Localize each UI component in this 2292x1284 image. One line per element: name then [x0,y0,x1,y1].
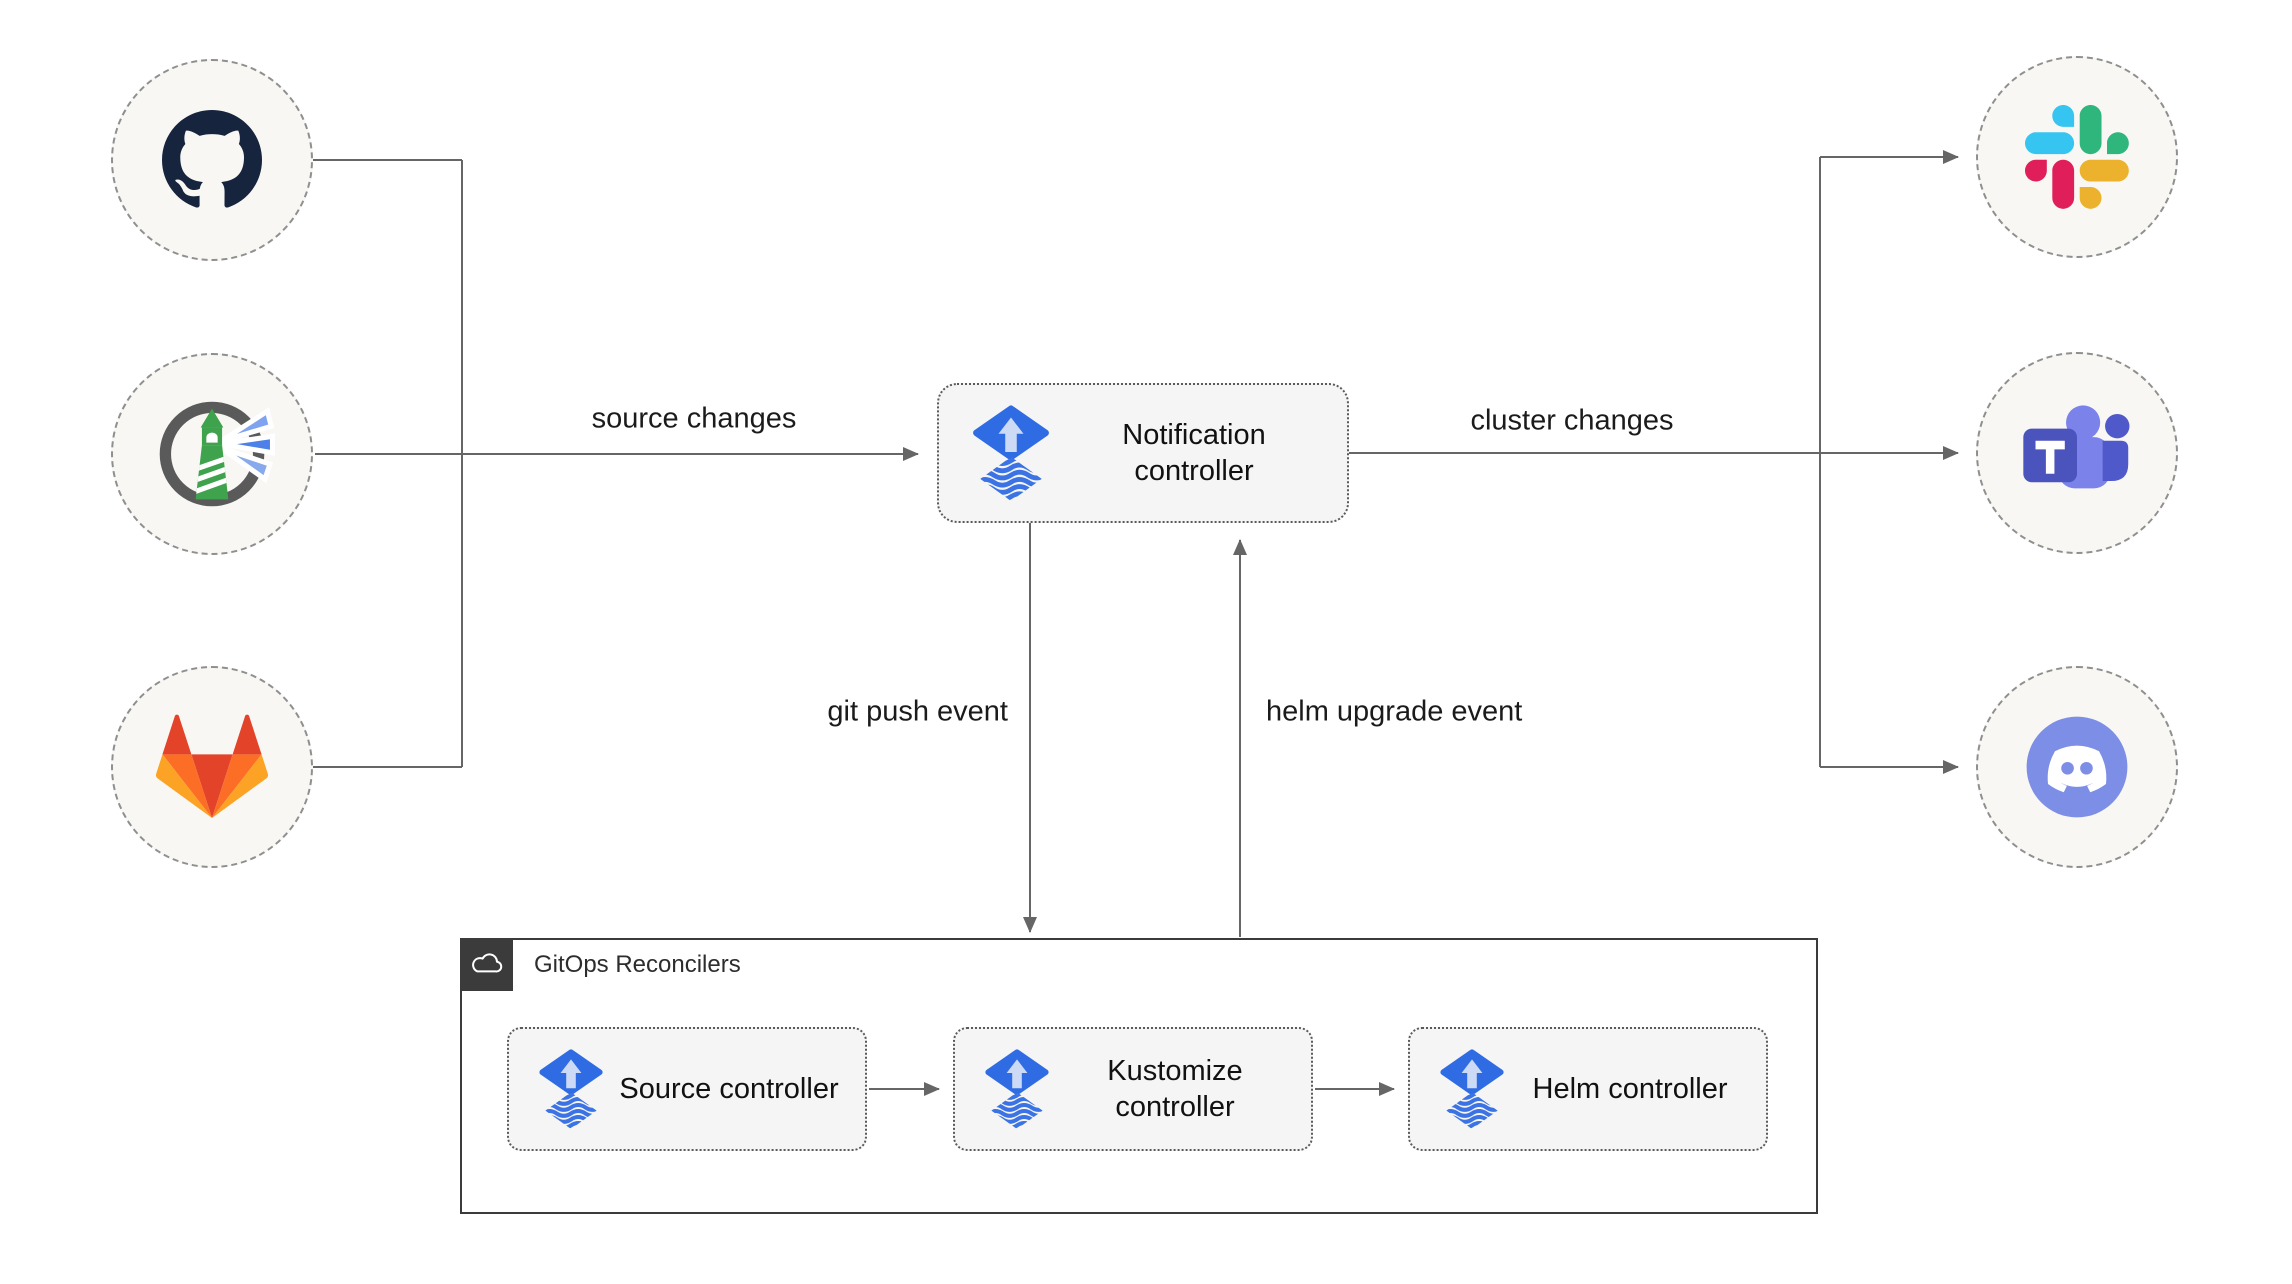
harbor-icon [149,391,275,517]
node-discord [1976,666,2178,868]
cloud-icon [467,945,507,985]
node-microsoft-teams [1976,352,2178,554]
source-controller-label: Source controller [619,1072,839,1105]
edge-label-helm-upgrade-event: helm upgrade event [1262,695,1527,729]
node-slack [1976,56,2178,258]
flux-icon [977,1041,1057,1137]
kustomize-controller-label: Kustomize controller [1107,1054,1243,1123]
slack-icon [2025,105,2129,209]
node-source-controller: Source controller [507,1027,867,1151]
container-gitops-reconcilers: GitOps Reconcilers [460,938,1818,1214]
flux-icon [1432,1041,1512,1137]
node-helm-controller: Helm controller [1408,1027,1768,1151]
notification-controller-label: Notification controller [1122,418,1266,487]
edge-label-git-push-event: git push event [823,695,1012,729]
flux-icon [963,397,1059,509]
edge-label-source-changes: source changes [587,402,801,436]
github-icon [162,110,262,210]
microsoft-teams-icon [2016,392,2138,514]
flux-icon [531,1041,611,1137]
node-notification-controller: Notification controller [937,383,1349,523]
edge-label-cluster-changes: cluster changes [1466,404,1678,438]
node-harbor [111,353,313,555]
gitops-header-badge [460,938,513,991]
gitops-reconcilers-title: GitOps Reconcilers [534,951,741,978]
helm-controller-label: Helm controller [1532,1072,1728,1105]
gitlab-icon [156,711,268,823]
node-gitlab [111,666,313,868]
node-github [111,59,313,261]
discord-icon [2014,704,2140,830]
node-kustomize-controller: Kustomize controller [953,1027,1313,1151]
